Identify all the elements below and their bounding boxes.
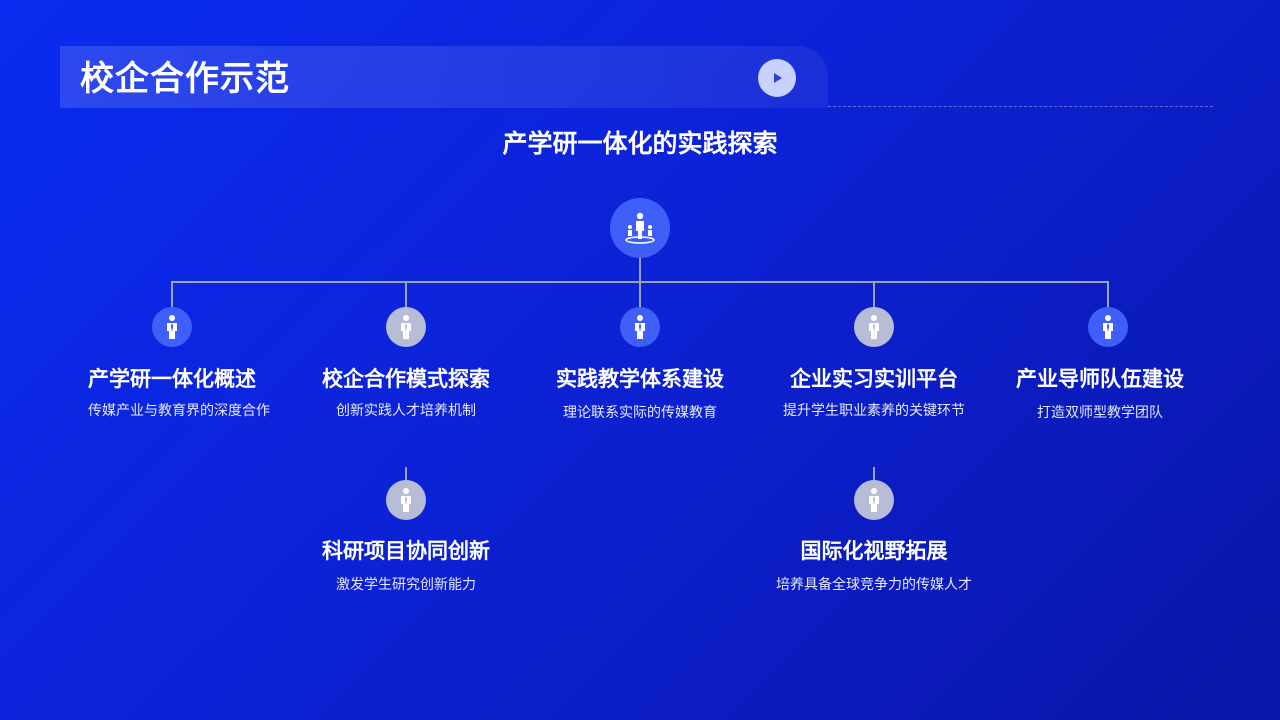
node-3-title: 实践教学体系建设 bbox=[556, 367, 724, 391]
person-icon bbox=[167, 315, 177, 339]
node-2-title: 校企合作模式探索 bbox=[322, 367, 490, 391]
connector-drop-7 bbox=[873, 467, 875, 481]
connector-drop-4 bbox=[873, 281, 875, 309]
header-divider bbox=[828, 106, 1213, 107]
node-6-description: 激发学生研究创新能力 bbox=[336, 577, 476, 593]
node-6-title: 科研项目协同创新 bbox=[322, 539, 490, 563]
connector-drop-1 bbox=[171, 281, 173, 309]
play-icon bbox=[774, 73, 782, 83]
person-icon bbox=[401, 315, 411, 339]
node-5-title: 产业导师队伍建设 bbox=[1016, 367, 1184, 391]
title-banner bbox=[60, 46, 828, 108]
node-7-icon bbox=[854, 480, 894, 520]
diagram-subtitle: 产学研一体化的实践探索 bbox=[502, 129, 778, 158]
node-5-icon bbox=[1088, 307, 1128, 347]
person-icon bbox=[635, 315, 645, 339]
play-button[interactable] bbox=[758, 59, 796, 97]
node-5-description: 打造双师型教学团队 bbox=[1037, 405, 1163, 421]
node-4-description: 提升学生职业素养的关键环节 bbox=[783, 403, 965, 419]
node-1-icon bbox=[152, 307, 192, 347]
node-3-icon bbox=[620, 307, 660, 347]
root-node-icon bbox=[610, 198, 670, 258]
node-6-icon bbox=[386, 480, 426, 520]
slide-title: 校企合作示范 bbox=[80, 59, 290, 99]
node-1-description: 传媒产业与教育界的深度合作 bbox=[88, 403, 270, 419]
person-icon bbox=[869, 315, 879, 339]
node-4-title: 企业实习实训平台 bbox=[790, 367, 958, 391]
node-2-description: 创新实践人才培养机制 bbox=[336, 403, 476, 419]
node-7-title: 国际化视野拓展 bbox=[800, 539, 948, 563]
people-network-icon bbox=[625, 212, 655, 244]
person-icon bbox=[401, 488, 411, 512]
connector-drop-2 bbox=[405, 281, 407, 309]
node-4-icon bbox=[854, 307, 894, 347]
connector-drop-6 bbox=[405, 467, 407, 481]
node-7-description: 培养具备全球竞争力的传媒人才 bbox=[776, 577, 972, 593]
connector-drop-3 bbox=[639, 281, 641, 309]
person-icon bbox=[869, 488, 879, 512]
node-2-icon bbox=[386, 307, 426, 347]
person-icon bbox=[1103, 315, 1113, 339]
connector-root-stem bbox=[639, 258, 641, 283]
node-1-title: 产学研一体化概述 bbox=[88, 367, 256, 391]
node-3-description: 理论联系实际的传媒教育 bbox=[563, 405, 717, 421]
connector-drop-5 bbox=[1107, 281, 1109, 309]
